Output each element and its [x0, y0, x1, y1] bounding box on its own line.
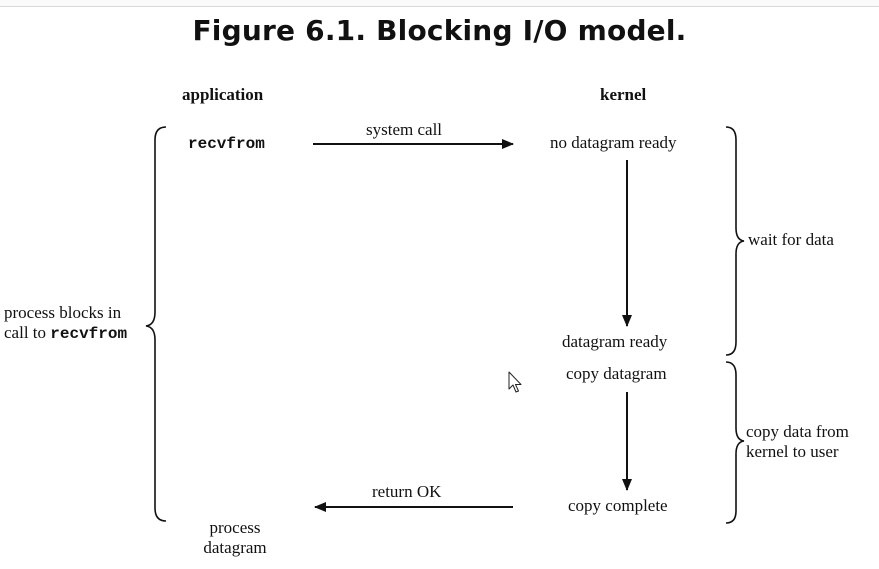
process-blocks-line1: process blocks in: [4, 303, 122, 322]
left-brace: [145, 126, 167, 522]
copy-data-line1: copy data from: [746, 422, 849, 441]
copy-datagram-label: copy datagram: [566, 364, 667, 383]
mouse-pointer-icon: [508, 371, 522, 393]
recvfrom-call-label: recvfrom: [188, 135, 265, 153]
process-blocks-recvfrom-code: recvfrom: [50, 325, 128, 343]
process-datagram-line2: datagram: [203, 538, 267, 557]
kernel-column-header: kernel: [600, 85, 647, 104]
copy-data-label: copy data from kernel to user: [746, 422, 849, 462]
return-ok-label: return OK: [372, 482, 442, 501]
copy-complete-label: copy complete: [568, 496, 668, 515]
copy-data-line2: kernel to user: [746, 442, 839, 461]
process-datagram-line1: process: [209, 518, 261, 537]
process-datagram-label: process datagram: [190, 518, 280, 558]
top-border: [0, 0, 879, 7]
application-column-header: application: [182, 85, 264, 104]
process-blocks-line2: call to recvfrom: [4, 323, 127, 344]
datagram-ready-label: datagram ready: [562, 332, 668, 351]
copy-brace: [725, 361, 745, 524]
process-blocks-line2-prefix: call to: [4, 323, 51, 342]
wait-for-data-label: wait for data: [748, 230, 834, 249]
system-call-label: system call: [366, 120, 443, 139]
no-datagram-ready-label: no datagram ready: [550, 133, 677, 152]
wait-brace: [725, 126, 745, 356]
process-blocks-label: process blocks in call to recvfrom: [4, 303, 127, 344]
figure-title: Figure 6.1. Blocking I/O model.: [192, 14, 687, 47]
